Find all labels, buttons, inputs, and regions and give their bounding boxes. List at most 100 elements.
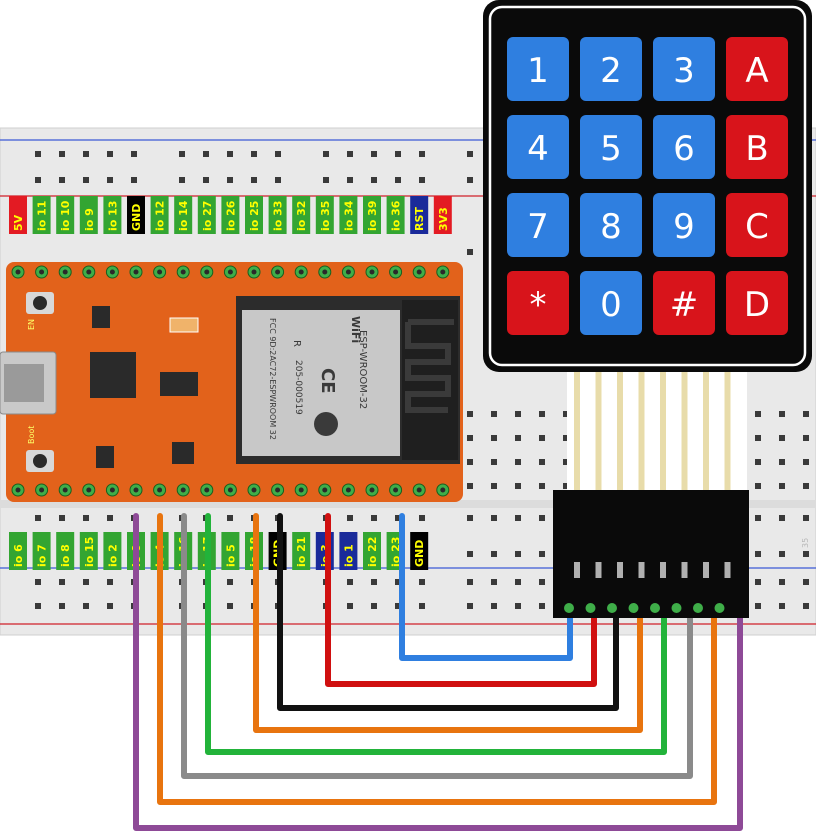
board-pin-hole — [369, 487, 375, 493]
breadboard-hole — [779, 551, 785, 557]
board-pin-hole — [109, 269, 115, 275]
breadboard-hole — [779, 579, 785, 585]
key-D[interactable] — [726, 271, 788, 335]
top-pin-label: io 33 — [272, 201, 285, 231]
board-pin-hole — [39, 487, 45, 493]
board-pin-hole — [133, 487, 139, 493]
breadboard-hole — [467, 177, 473, 183]
header-pin — [724, 562, 731, 578]
top-pin-label: io 11 — [36, 201, 49, 231]
breadboard-hole — [515, 579, 521, 585]
bottom-pin-label: io 15 — [83, 537, 96, 567]
breadboard-hole — [539, 411, 545, 417]
breadboard-hole — [563, 435, 569, 441]
board-pin-hole — [251, 487, 257, 493]
breadboard-hole — [107, 177, 113, 183]
board-pin-hole — [345, 487, 351, 493]
board-pin-hole — [157, 487, 163, 493]
key-1[interactable] — [507, 37, 569, 101]
key-0[interactable] — [580, 271, 642, 335]
breadboard-hole — [347, 151, 353, 157]
bottom-pin-label: io 21 — [295, 537, 308, 567]
breadboard-hole — [467, 551, 473, 557]
breadboard-hole — [59, 579, 65, 585]
r-mark: R — [291, 340, 302, 347]
top-pin-label: io 35 — [319, 201, 332, 231]
key-4[interactable] — [507, 115, 569, 179]
header-pins — [564, 562, 731, 613]
board-pin-hole — [275, 487, 281, 493]
breadboard-hole — [107, 151, 113, 157]
key-8[interactable] — [580, 193, 642, 257]
top-pin-label-bg — [386, 196, 405, 234]
key-label: C — [745, 207, 769, 247]
key-2[interactable] — [580, 37, 642, 101]
top-pin-label-bg — [103, 196, 122, 234]
breadboard-hole — [515, 483, 521, 489]
top-pin-label-bg — [174, 196, 193, 234]
board-header-pins — [11, 265, 450, 497]
bottom-pin-label: io 8 — [59, 544, 72, 567]
breadboard-hole — [491, 411, 497, 417]
board-pin-hole — [180, 269, 186, 275]
key-label: 0 — [600, 285, 622, 325]
breadboard-hole — [59, 603, 65, 609]
top-pin-label: io 36 — [390, 200, 403, 231]
ribbon-strand — [638, 365, 645, 495]
bottom-pin-label: io 1 — [342, 544, 355, 567]
board-pin-hole — [275, 269, 281, 275]
bottom-pin-label: io 22 — [366, 537, 379, 567]
breadboard-hole — [83, 579, 89, 585]
key-5[interactable] — [580, 115, 642, 179]
breadboard-hole — [515, 603, 521, 609]
top-pin-label: io 32 — [295, 201, 308, 231]
breadboard-hole — [419, 151, 425, 157]
key-label: # — [670, 285, 699, 325]
key-A[interactable] — [726, 37, 788, 101]
ribbon-strand — [574, 365, 580, 495]
key-B[interactable] — [726, 115, 788, 179]
breadboard-hole — [59, 177, 65, 183]
pin-header — [553, 490, 749, 618]
key-label: A — [745, 51, 768, 91]
top-pin-label: io 27 — [201, 201, 214, 231]
breadboard-hole — [275, 151, 281, 157]
key-label: 1 — [527, 51, 549, 91]
key-3[interactable] — [653, 37, 715, 101]
breadboard-hole — [467, 435, 473, 441]
breadboard-hole — [755, 411, 761, 417]
bottom-pin-label: GND — [413, 540, 426, 567]
key-#[interactable] — [653, 271, 715, 335]
board-pin-hole — [298, 487, 304, 493]
breadboard-hole — [515, 435, 521, 441]
key-6[interactable] — [653, 115, 715, 179]
breadboard-hole — [275, 177, 281, 183]
key-*[interactable] — [507, 271, 569, 335]
bottom-pin-label-bg — [221, 532, 240, 570]
breadboard-hole — [803, 579, 809, 585]
ribbon-strand — [617, 365, 623, 495]
breadboard-hole — [491, 459, 497, 465]
key-C[interactable] — [726, 193, 788, 257]
breadboard-hole — [107, 603, 113, 609]
board-pin-hole — [393, 487, 399, 493]
top-pin-label-bg — [410, 196, 429, 234]
breadboard-hole — [755, 515, 761, 521]
key-7[interactable] — [507, 193, 569, 257]
breadboard-hole — [755, 603, 761, 609]
breadboard-hole — [35, 579, 41, 585]
breadboard-hole — [515, 459, 521, 465]
header-socket — [671, 603, 682, 613]
top-pin-label-bg — [433, 196, 452, 234]
breadboard-hole — [779, 483, 785, 489]
wire — [253, 513, 643, 733]
board-pin-hole — [62, 269, 68, 275]
header-socket — [607, 603, 617, 613]
breadboard-hole — [803, 515, 809, 521]
breadboard-hole — [803, 551, 809, 557]
key-9[interactable] — [653, 193, 715, 257]
breadboard-hole — [371, 151, 377, 157]
breadboard-hole — [755, 551, 761, 557]
ce-mark: CE — [317, 368, 338, 394]
